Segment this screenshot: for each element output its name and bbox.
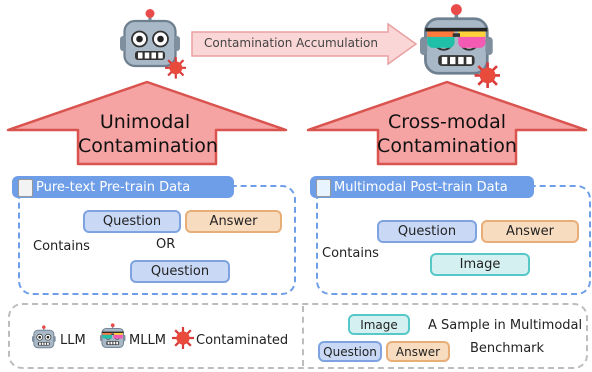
crossmodal-arrow-shape — [306, 80, 588, 166]
mllm-robot-icon — [420, 4, 500, 88]
legend-question-box: Question — [318, 341, 382, 362]
posttrain-data-title: Multimodal Post-train Data — [310, 176, 534, 198]
legend-llm-label: LLM — [60, 333, 86, 348]
pretrain-question-box: Question — [83, 210, 181, 233]
pretrain-or-label: OR — [156, 237, 176, 252]
unimodal-arrow-line1: Unimodal — [99, 111, 191, 133]
crossmodal-arrow-line1: Cross-modal — [387, 111, 507, 133]
legend-llm-icon — [32, 325, 57, 349]
posttrain-image-box: Image — [430, 253, 530, 276]
legend-mllm-label: MLLM — [129, 333, 166, 348]
legend-sample-line2: Benchmark — [470, 341, 545, 356]
legend-sample-line1: A Sample in Multimodal — [428, 318, 583, 333]
legend-virus-icon — [172, 327, 194, 349]
pretrain-question-only-box: Question — [130, 260, 230, 283]
posttrain-contains-label: Contains — [322, 246, 379, 261]
legend-mllm-icon — [100, 323, 127, 349]
legend-divider — [302, 306, 304, 366]
posttrain-question-box: Question — [377, 220, 477, 243]
pretrain-contains-label: Contains — [33, 239, 90, 254]
legend-answer-box: Answer — [386, 341, 450, 362]
posttrain-answer-box: Answer — [481, 220, 579, 243]
crossmodal-arrow-line2: Contamination — [377, 135, 517, 157]
pretrain-answer-box: Answer — [185, 210, 282, 233]
legend-image-box: Image — [348, 314, 410, 335]
llm-robot-icon — [120, 8, 186, 80]
legend-contaminated-label: Contaminated — [196, 333, 289, 348]
accumulation-arrow — [191, 22, 418, 66]
image-file-icon — [316, 179, 331, 197]
accumulation-label: Contamination Accumulation — [204, 36, 378, 50]
legend-panel — [8, 303, 588, 369]
document-icon — [18, 179, 33, 197]
pretrain-data-title: Pure-text Pre-train Data — [12, 176, 234, 198]
unimodal-arrow-line2: Contamination — [78, 135, 218, 157]
unimodal-arrow-shape — [6, 80, 288, 166]
